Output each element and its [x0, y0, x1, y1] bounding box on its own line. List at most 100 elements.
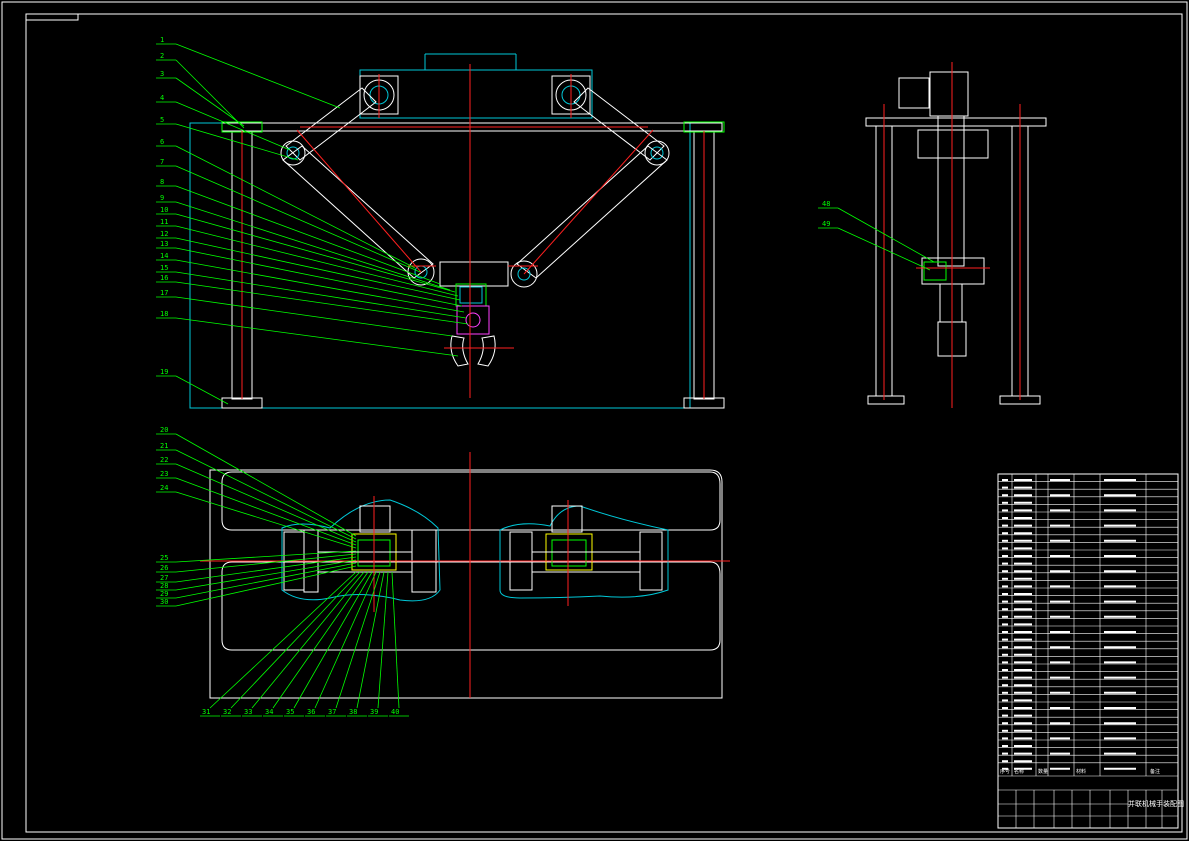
balloon-number: 38 — [349, 708, 357, 716]
balloon-number: 16 — [160, 274, 168, 282]
leader-line — [175, 213, 456, 293]
leader-line — [175, 101, 291, 151]
balloon-number: 27 — [160, 574, 168, 582]
balloon-number: 24 — [160, 484, 168, 492]
leader-line — [175, 562, 357, 599]
bom-header-cell: 备注 — [1150, 768, 1160, 775]
right-column — [683, 121, 725, 409]
balloon-number: 29 — [160, 590, 168, 598]
drawing-title: 并联机械手装配图 — [1128, 799, 1184, 808]
front-centerlines — [296, 64, 654, 398]
balloon-number: 6 — [160, 138, 164, 146]
leader-line — [837, 227, 931, 271]
leader-line — [175, 165, 421, 273]
leader-line — [175, 477, 357, 546]
balloon-number: 4 — [160, 94, 164, 102]
front-view — [189, 53, 725, 409]
leader-line — [175, 296, 453, 337]
leader-line — [272, 571, 369, 709]
item-balloons: 1234567891011121314151617181948492021222… — [160, 36, 830, 716]
balloon-number: 31 — [202, 708, 210, 716]
balloon-number: 5 — [160, 116, 164, 124]
leader-line — [175, 225, 459, 297]
leader-line — [175, 433, 357, 537]
leader-line — [175, 281, 469, 325]
leader-line — [175, 43, 341, 109]
balloon-number: 9 — [160, 194, 164, 202]
leader-line — [230, 571, 361, 709]
leader-line — [391, 571, 400, 709]
leader-line — [175, 77, 245, 127]
title-block: 序号名称 数量 材料 备注 — [997, 473, 1179, 829]
leader-line — [175, 556, 357, 583]
balloon-number: 12 — [160, 230, 168, 238]
balloon-number: 33 — [244, 708, 252, 716]
balloon-number: 2 — [160, 52, 164, 60]
leader-line — [175, 271, 467, 319]
balloon-number: 35 — [286, 708, 294, 716]
balloon-number: 3 — [160, 70, 164, 78]
leader-line — [837, 207, 935, 263]
leader-line — [175, 145, 416, 269]
leader-line — [175, 491, 357, 549]
lower-arms — [282, 145, 668, 288]
balloon-number: 48 — [822, 200, 830, 208]
balloon-number: 34 — [265, 708, 273, 716]
balloon-number: 39 — [370, 708, 378, 716]
leader-line — [175, 259, 465, 313]
balloon-number: 26 — [160, 564, 168, 572]
side-view — [865, 62, 1047, 408]
balloon-number: 14 — [160, 252, 168, 260]
bom-header-cell: 序号 — [1000, 768, 1010, 775]
balloon-number: 37 — [328, 708, 336, 716]
leader-line — [175, 559, 357, 591]
balloon-number: 23 — [160, 470, 168, 478]
balloon-number: 18 — [160, 310, 168, 318]
balloon-number: 40 — [391, 708, 399, 716]
leader-line — [175, 553, 357, 573]
leader-line — [175, 237, 461, 301]
gripper — [450, 283, 496, 367]
balloon-number: 21 — [160, 442, 168, 450]
balloon-number: 17 — [160, 289, 168, 297]
balloon-number: 20 — [160, 426, 168, 434]
leader-line — [175, 449, 357, 540]
leader-line — [175, 550, 357, 563]
balloon-number: 10 — [160, 206, 168, 214]
leader-line — [175, 463, 357, 543]
leader-line — [175, 565, 357, 607]
bom-header-cell: 名称 — [1014, 768, 1024, 775]
leader-line — [356, 571, 385, 709]
leader-line — [377, 571, 389, 709]
balloon-number: 28 — [160, 582, 168, 590]
balloon-number: 8 — [160, 178, 164, 186]
plan-view — [200, 452, 730, 699]
leader-line — [209, 571, 357, 709]
leader-line — [314, 571, 377, 709]
balloon-number: 25 — [160, 554, 168, 562]
balloon-number: 36 — [307, 708, 315, 716]
balloon-number: 15 — [160, 264, 168, 272]
leader-line — [175, 247, 463, 307]
leader-line — [251, 571, 365, 709]
balloon-number: 1 — [160, 36, 164, 44]
leader-line — [293, 571, 373, 709]
balloon-number: 11 — [160, 218, 168, 226]
left-column — [221, 121, 263, 409]
bom-header-cell: 材料 — [1076, 768, 1086, 775]
balloon-number: 30 — [160, 598, 168, 606]
leader-line — [175, 317, 459, 357]
leader-line — [175, 201, 451, 291]
leader-line — [175, 185, 441, 285]
leader-line — [335, 571, 381, 709]
leader-lines — [156, 43, 935, 717]
leader-line — [175, 59, 245, 129]
leader-line — [175, 375, 229, 405]
balloon-number: 13 — [160, 240, 168, 248]
leader-line — [175, 123, 299, 161]
balloon-number: 49 — [822, 220, 830, 228]
plan-left-assembly — [281, 499, 441, 602]
bom-header-cell: 数量 — [1038, 768, 1048, 775]
